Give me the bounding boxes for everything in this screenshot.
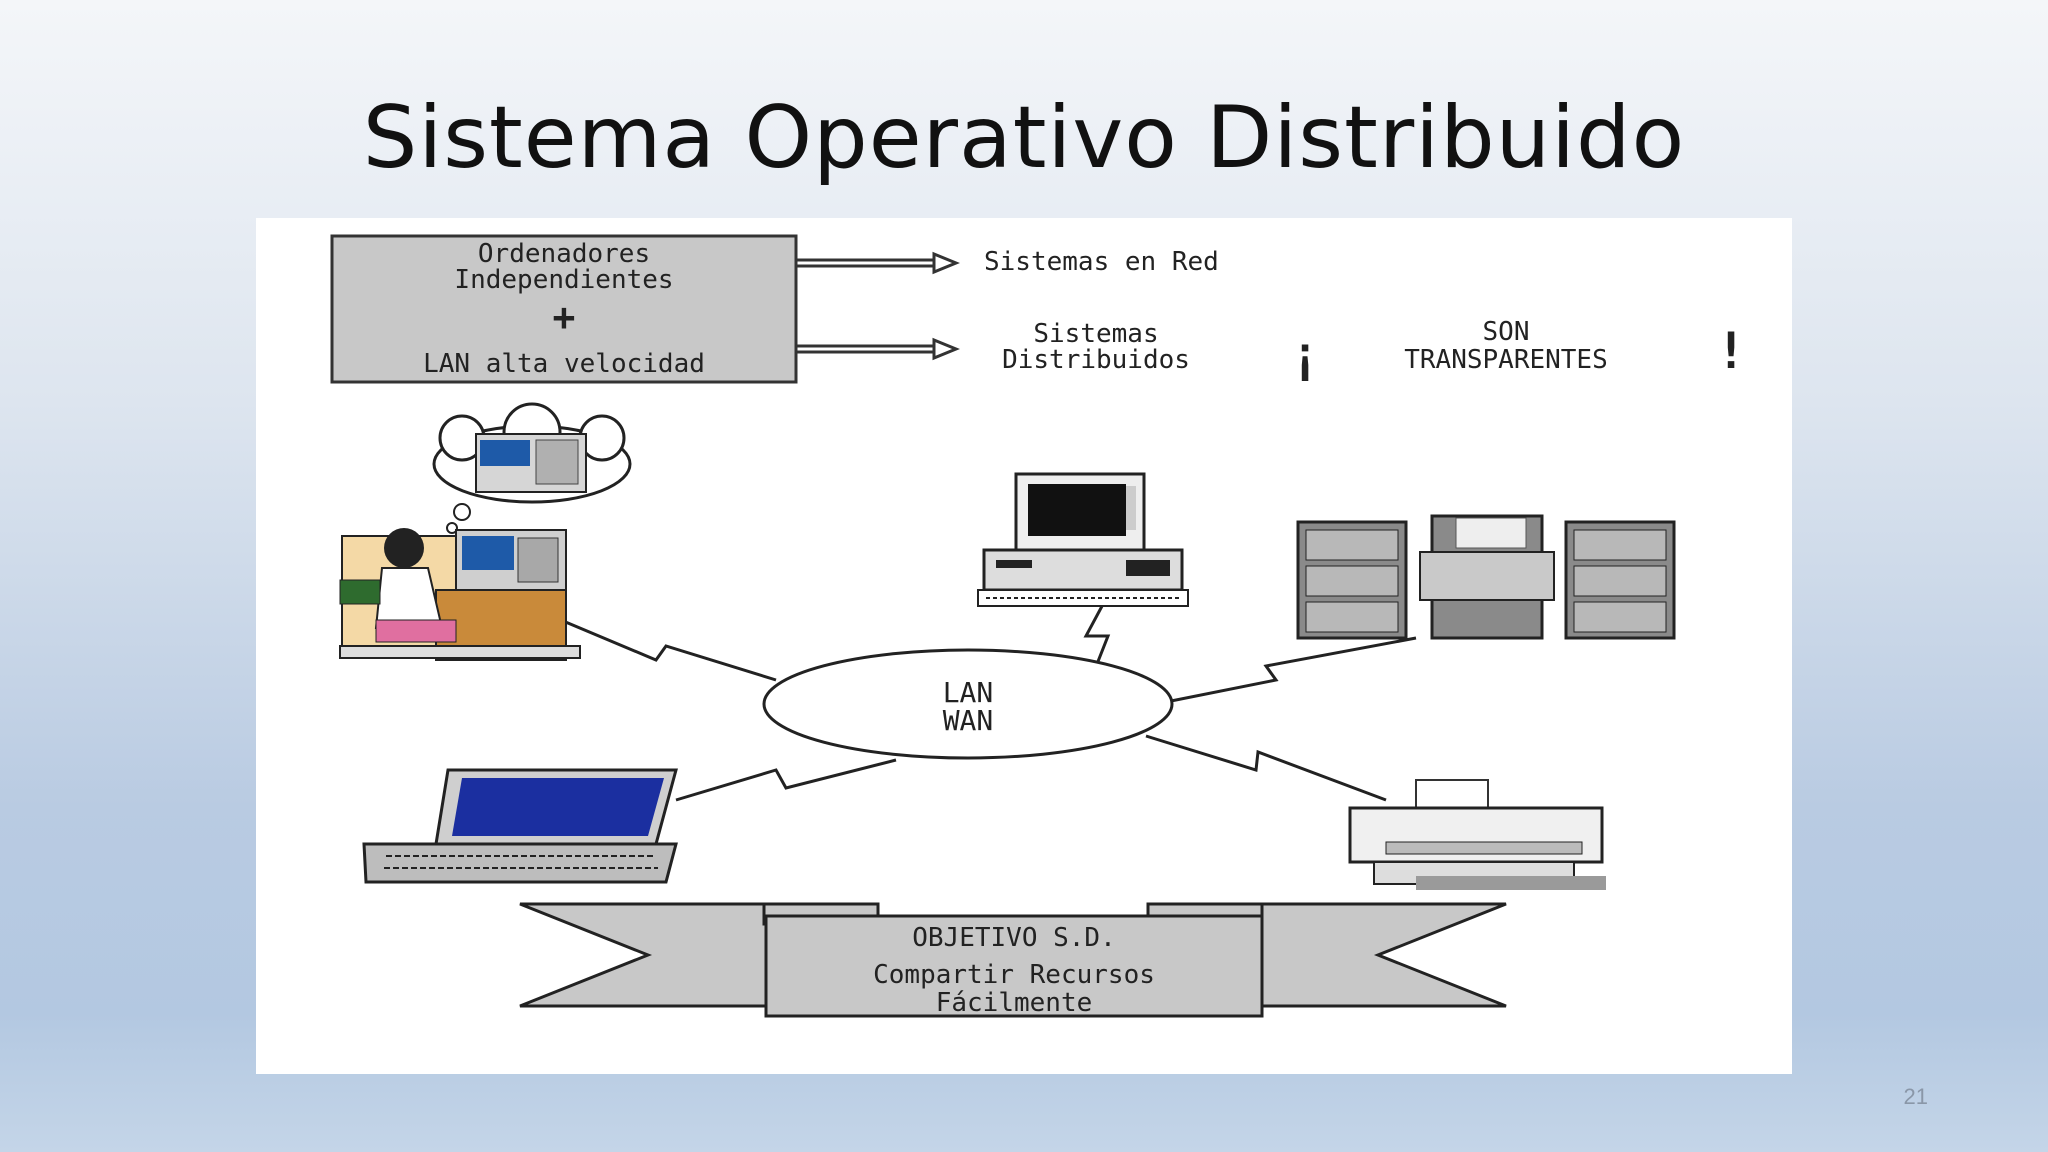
box-line-1: Ordenadores	[478, 239, 650, 269]
exclaim-close: !	[1716, 322, 1746, 380]
arrow-to-network-systems	[796, 251, 960, 275]
slide-title: Sistema Operativo Distribuido	[362, 88, 1686, 188]
distributed-systems-label-2: Distribuidos	[1002, 345, 1190, 375]
connector-laptop	[675, 758, 897, 802]
transparent-label-1: SON	[1483, 317, 1530, 347]
page-number: 21	[1903, 1084, 1928, 1109]
hub-line-1: LAN	[943, 676, 994, 709]
connector-cabinets	[1145, 636, 1417, 708]
user-workstation-icon	[339, 402, 632, 661]
lan-wan-hub: LAN WAN	[762, 648, 1174, 760]
desktop-computer-icon	[977, 472, 1189, 607]
hub-line-2: WAN	[943, 704, 994, 737]
arrow-to-distributed-systems	[796, 337, 960, 361]
banner-line-1: OBJETIVO S.D.	[912, 923, 1116, 953]
box-line-2: Independientes	[454, 265, 673, 295]
exclaim-open: ¡	[1290, 326, 1320, 384]
thought-cloud-icon	[432, 402, 632, 534]
computers-plus-lan-box: Ordenadores Independientes + LAN alta ve…	[330, 234, 798, 384]
printer-icon	[1348, 779, 1606, 890]
laptop-icon	[362, 768, 678, 884]
objective-banner: OBJETIVO S.D. Compartir Recursos Fácilme…	[519, 902, 1507, 1018]
transparent-label-2: TRANSPARENTES	[1404, 345, 1608, 375]
box-plus: +	[553, 295, 576, 339]
connector-user	[555, 616, 777, 682]
network-diagram: Ordenadores Independientes + LAN alta ve…	[330, 234, 1746, 1018]
banner-line-3: Fácilmente	[936, 988, 1093, 1018]
banner-line-2: Compartir Recursos	[873, 960, 1155, 990]
connector-printer	[1145, 734, 1387, 802]
distributed-systems-label-1: Sistemas	[1033, 319, 1158, 349]
network-systems-label: Sistemas en Red	[984, 247, 1219, 277]
file-cabinets-icon	[1296, 514, 1676, 640]
diagram-panel: Ordenadores Independientes + LAN alta ve…	[256, 218, 1792, 1074]
box-line-3: LAN alta velocidad	[423, 349, 705, 379]
